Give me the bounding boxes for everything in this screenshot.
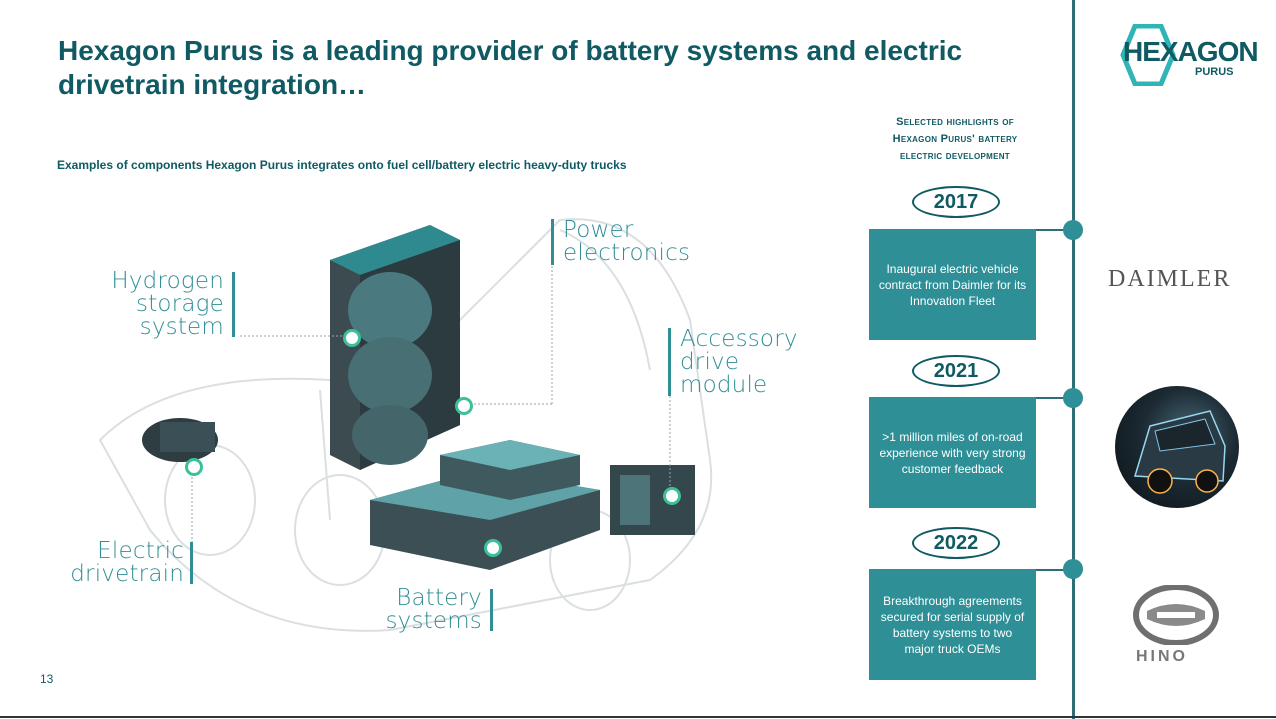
daimler-logo: DAIMLER	[1108, 266, 1232, 292]
slide-subtitle: Examples of components Hexagon Purus int…	[57, 158, 627, 172]
logo-wordmark: HEXAGON	[1123, 36, 1259, 67]
hexagon-purus-logo: HEXAGON PURUS	[1115, 23, 1259, 87]
hydrogen-tank-rack	[330, 225, 460, 470]
timeline-connector	[1036, 229, 1074, 231]
drivetrain-marker	[185, 458, 203, 476]
highlights-heading: Selected highlights of Hexagon Purus' ba…	[892, 116, 1018, 162]
hydrogen-marker	[343, 329, 361, 347]
footer-rule	[0, 716, 1276, 718]
timeline-connector	[1036, 397, 1074, 399]
hexagon-logo-icon	[1120, 23, 1176, 87]
logo-subtext: PURUS	[1195, 66, 1234, 78]
timeline-connector	[1036, 569, 1074, 571]
hino-emblem-icon	[1133, 584, 1219, 646]
page-number: 13	[40, 672, 54, 686]
label-bar	[190, 542, 193, 584]
battery-marker	[484, 539, 502, 557]
timeline-box-2017: Inaugural electric vehicle contract from…	[869, 229, 1036, 340]
hino-wordmark: HINO	[1136, 648, 1188, 665]
label-accessory-drive: Accessory drive module	[680, 326, 798, 398]
year-2022-badge: 2022	[912, 527, 1000, 559]
electric-truck-photo	[1115, 386, 1239, 508]
label-battery-systems: Battery systems	[385, 585, 482, 634]
label-bar	[551, 219, 554, 265]
label-electric-drivetrain: Electric drivetrain	[70, 538, 184, 587]
accessory-module	[610, 465, 695, 535]
label-bar	[232, 272, 235, 337]
label-bar	[490, 589, 493, 631]
drivetrain-assembly	[142, 418, 218, 462]
page-title: Hexagon Purus is a leading provider of b…	[58, 35, 963, 100]
label-power-electronics: Power electronics	[563, 217, 691, 266]
accessory-marker	[663, 487, 681, 505]
timeline-box-2022: Breakthrough agreements secured for seri…	[869, 569, 1036, 680]
timeline-node	[1063, 388, 1083, 408]
truck-illustration	[98, 218, 713, 632]
label-hydrogen-storage: Hydrogen storage system	[111, 268, 224, 340]
timeline-node	[1063, 559, 1083, 579]
battery-packs	[370, 440, 600, 570]
year-2021-badge: 2021	[912, 355, 1000, 387]
timeline-box-2021: >1 million miles of on-road experience w…	[869, 397, 1036, 508]
label-bar	[668, 328, 671, 396]
timeline-axis	[1072, 0, 1075, 719]
year-2017-badge: 2017	[912, 186, 1000, 218]
hino-logo	[1133, 584, 1219, 646]
timeline-node	[1063, 220, 1083, 240]
power-electronics-marker	[455, 397, 473, 415]
truck-photo-icon	[1134, 410, 1226, 494]
